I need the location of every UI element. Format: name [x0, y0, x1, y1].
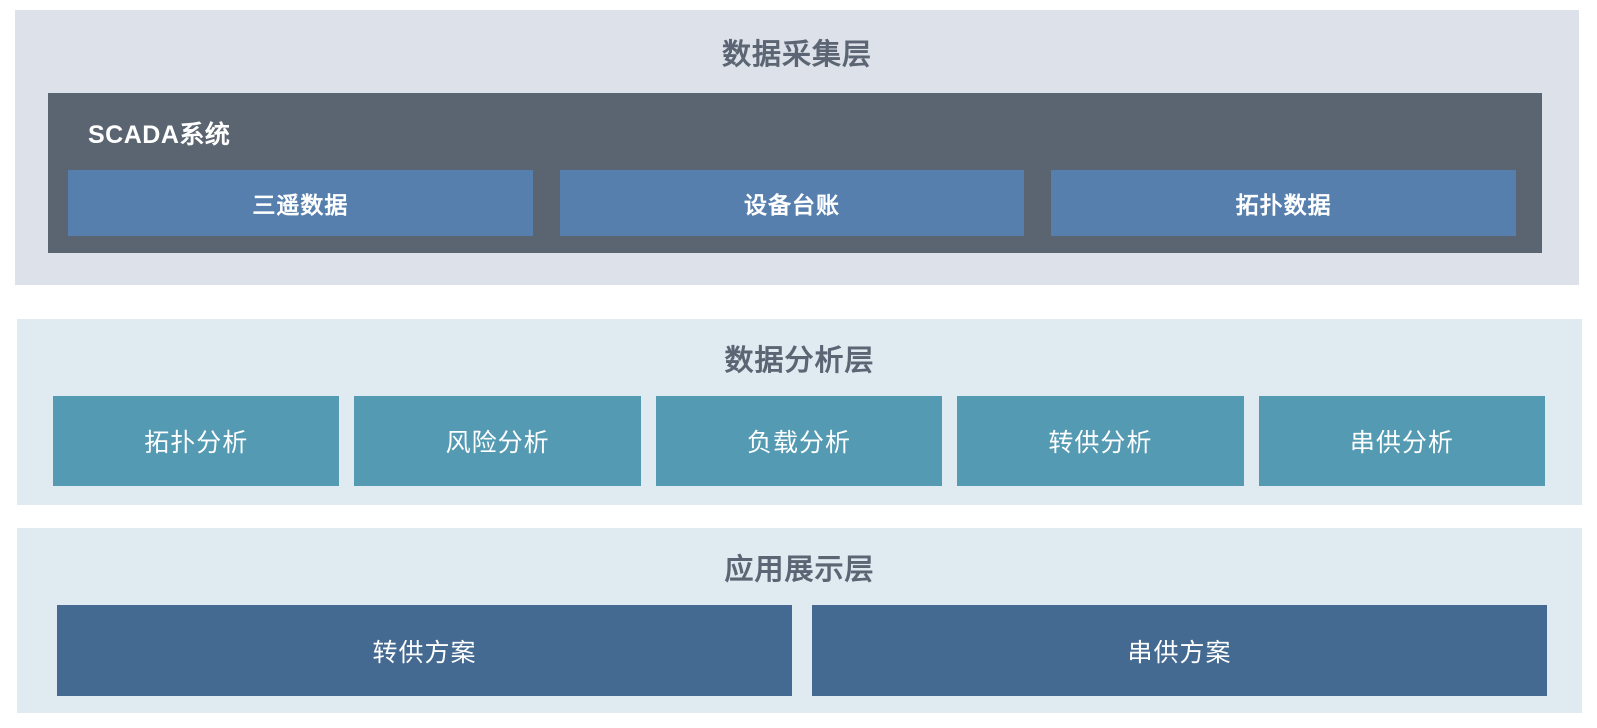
block-telemetry-data: 三遥数据: [68, 170, 533, 236]
block-topology-analysis: 拓扑分析: [53, 396, 340, 486]
layer-data-analysis: 数据分析层 拓扑分析 风险分析 负载分析 转供分析 串供分析: [17, 319, 1582, 505]
block-transfer-supply-analysis: 转供分析: [957, 396, 1244, 486]
layer-title-application-display: 应用展示层: [724, 553, 875, 586]
analysis-items-row: 拓扑分析 风险分析 负载分析 转供分析 串供分析: [53, 396, 1546, 486]
block-topology-data: 拓扑数据: [1051, 170, 1517, 236]
layer-data-acquisition: 数据采集层 SCADA系统 三遥数据 设备台账 拓扑数据: [15, 10, 1579, 285]
block-transfer-supply-plan: 转供方案: [57, 605, 792, 696]
block-equipment-ledger: 设备台账: [559, 170, 1025, 236]
scada-system-container: SCADA系统 三遥数据 设备台账 拓扑数据: [48, 93, 1542, 253]
layer-title-data-analysis: 数据分析层: [724, 344, 875, 377]
block-risk-analysis: 风险分析: [354, 396, 641, 486]
scada-items-row: 三遥数据 设备台账 拓扑数据: [68, 170, 1517, 236]
scada-system-label: SCADA系统: [88, 121, 231, 149]
layer-title-data-acquisition: 数据采集层: [721, 38, 872, 71]
layer-application-display: 应用展示层 转供方案 串供方案: [17, 528, 1582, 713]
block-load-analysis: 负载分析: [655, 396, 943, 486]
application-items-row: 转供方案 串供方案: [57, 605, 1547, 696]
block-series-supply-plan: 串供方案: [812, 605, 1547, 696]
block-series-supply-analysis: 串供分析: [1258, 396, 1546, 486]
